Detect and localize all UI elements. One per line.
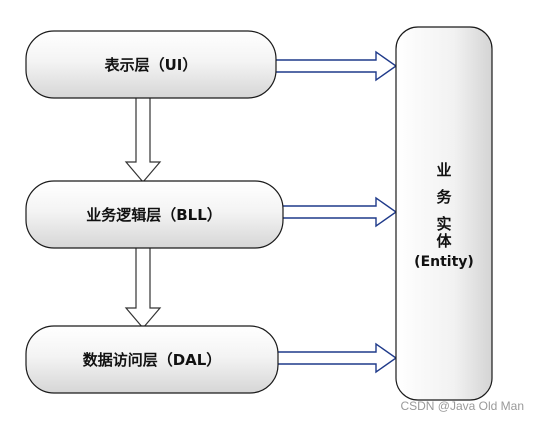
down-arrow-ui-to-bll [124,96,162,183]
entity-label-line-3: 实 [436,215,451,233]
layer-label-dal: 数据访问层（DAL） [83,351,222,369]
entity-label-line-5: (Entity) [414,254,474,270]
right-arrow-dal-to-entity [275,342,398,374]
watermark: CSDN @Java Old Man [400,399,524,413]
down-arrow-bll-to-dal [124,245,162,329]
right-arrow-ui-to-entity [272,50,398,82]
entity-label-line-2: 务 [436,188,452,206]
layer-box-ui: 表示层（UI） [25,30,277,99]
layer-label-bll: 业务逻辑层（BLL） [86,206,222,224]
entity-label-line-4: 体 [436,232,452,250]
layer-label-ui: 表示层（UI） [105,56,198,74]
layer-box-dal: 数据访问层（DAL） [25,325,279,394]
layer-box-bll: 业务逻辑层（BLL） [25,180,284,249]
entity-label-line-1: 业 [436,161,451,179]
entity-box: 业 务 实 体 (Entity) [395,26,493,401]
right-arrow-bll-to-entity [281,196,398,228]
